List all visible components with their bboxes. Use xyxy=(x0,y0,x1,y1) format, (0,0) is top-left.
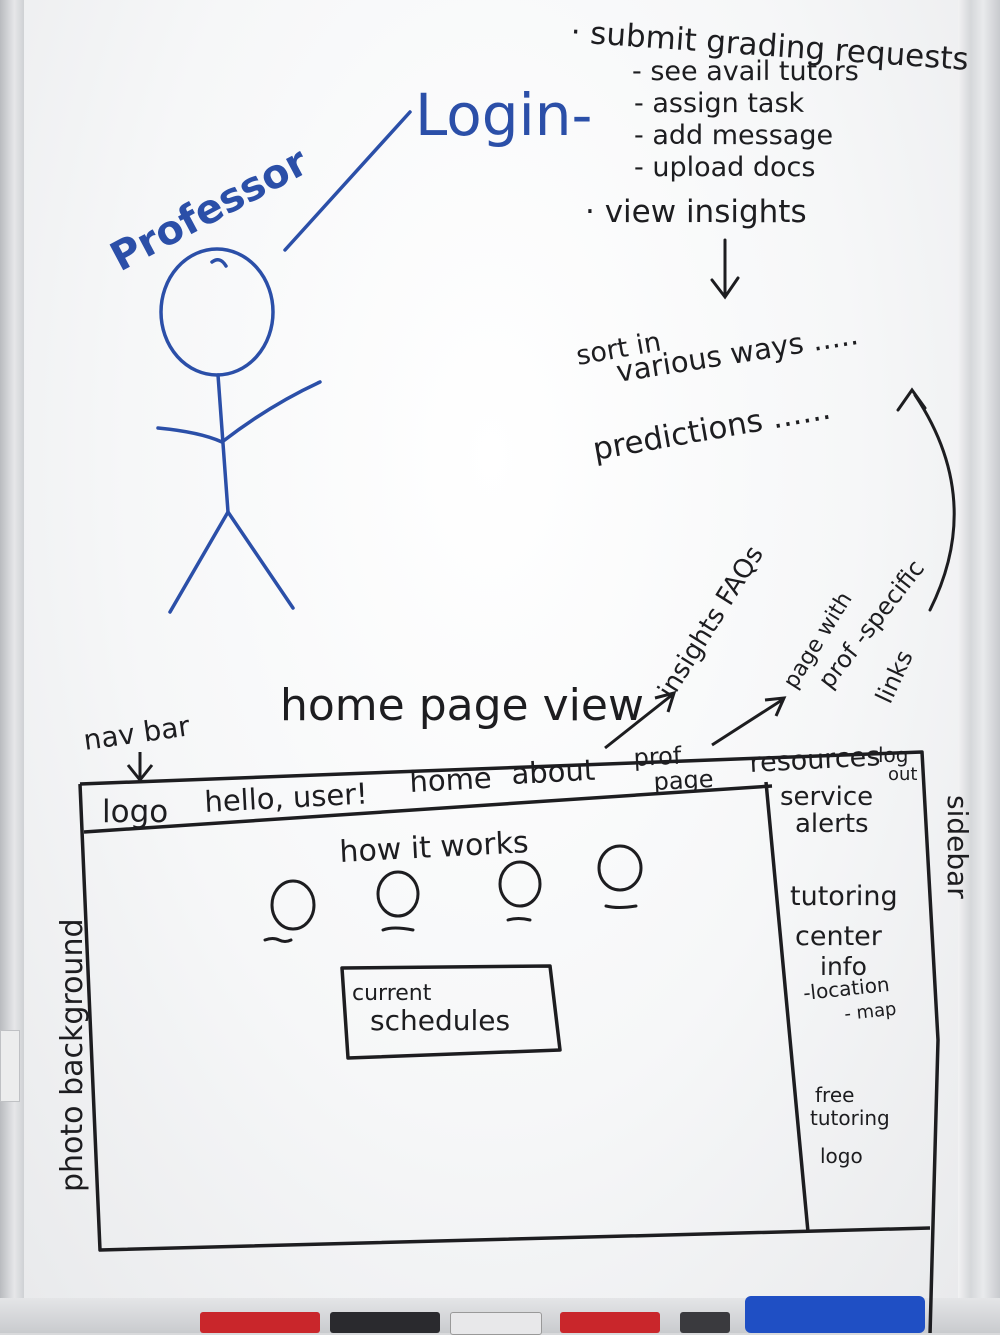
wireframe-sidebar: service alerts tutoring center info -loc… xyxy=(780,782,898,1168)
wireframe-outer-bottom xyxy=(78,783,931,1252)
nav-prof-page-2: page xyxy=(653,765,714,796)
sidebar-alerts-2: alerts xyxy=(795,809,869,839)
nav-greeting: hello, user! xyxy=(204,776,369,819)
schedules-label-2: schedules xyxy=(370,1004,510,1037)
marker-red-2 xyxy=(560,1312,660,1333)
nav-home: home xyxy=(409,761,493,799)
view-insights-text: · view insights xyxy=(585,194,807,230)
nav-bar-note: nav bar xyxy=(81,709,192,757)
feature-item-1: - see avail tutors xyxy=(632,56,859,87)
wireframe-box xyxy=(78,750,940,1333)
whiteboard-surface xyxy=(24,0,958,1300)
figure-legs xyxy=(168,510,295,614)
frame-clip xyxy=(0,1030,20,1102)
feature-item-2: - assign task xyxy=(634,88,805,119)
sidebar-free-2: tutoring xyxy=(810,1106,890,1130)
professor-label: Professor xyxy=(103,139,315,281)
login-connector xyxy=(283,110,412,252)
step-circle-1 xyxy=(263,879,316,943)
sidebar-center-item-2: - map xyxy=(843,999,897,1025)
figure-body xyxy=(216,373,230,514)
sidebar-alerts-1: service xyxy=(780,782,873,812)
how-it-works-steps xyxy=(263,844,643,943)
nav-logout-2: out xyxy=(888,764,917,785)
nav-prof-page-1: prof xyxy=(633,742,683,772)
stick-figure xyxy=(156,110,412,614)
wireframe-outer-top xyxy=(79,750,940,1333)
sidebar-free-3: logo xyxy=(820,1144,863,1168)
feature-item-3: - add message xyxy=(634,120,833,151)
step-circle-2 xyxy=(376,870,420,932)
sidebar-center-2: center xyxy=(795,921,883,952)
marker-red xyxy=(200,1312,320,1333)
navbar-divider xyxy=(83,784,773,834)
nav-about: about xyxy=(511,753,596,791)
feature-list: · submit grading requests - see avail tu… xyxy=(569,14,969,468)
home-page-view-title: home page view xyxy=(280,680,644,731)
feature-item-4: - upload docs xyxy=(634,152,815,183)
nav-bar-arrow xyxy=(126,752,154,783)
photo-background-note: photo background xyxy=(55,918,90,1192)
insights-faqs-note: insights FAQs xyxy=(652,541,769,704)
eraser xyxy=(745,1296,925,1333)
nav-resources: resources xyxy=(749,741,881,779)
figure-hair xyxy=(210,258,228,268)
prof-page-arrow xyxy=(711,696,787,747)
how-it-works-heading: how it works xyxy=(339,825,530,870)
whiteboard-frame-right xyxy=(958,0,1000,1333)
step-circle-3 xyxy=(498,860,542,922)
sidebar-center-1: tutoring xyxy=(790,881,898,912)
whiteboard-frame-left xyxy=(0,0,24,1333)
figure-arms xyxy=(156,380,322,445)
nav-logo: logo xyxy=(102,794,168,830)
sidebar-free-1: free xyxy=(815,1083,854,1107)
prof-note-3: links xyxy=(870,646,919,708)
step-circle-4 xyxy=(597,844,643,909)
schedules-label-1: current xyxy=(352,981,432,1006)
curved-arrow-to-predictions xyxy=(896,387,956,612)
predictions-text: predictions ...... xyxy=(590,391,833,468)
about-arrow xyxy=(604,690,677,750)
nav-logout-1: log xyxy=(878,743,909,767)
schedules-box xyxy=(340,964,562,1060)
figure-head xyxy=(159,247,275,377)
marker-dark xyxy=(680,1312,730,1333)
sidebar-note: sidebar xyxy=(941,795,974,899)
insights-arrow xyxy=(710,238,740,300)
sidebar-center-3: info xyxy=(820,952,867,981)
marker-black xyxy=(330,1312,440,1333)
wireframe-main: how it works current schedules xyxy=(339,825,530,1037)
login-label: Login- xyxy=(415,81,592,149)
sidebar-divider xyxy=(764,781,810,1233)
